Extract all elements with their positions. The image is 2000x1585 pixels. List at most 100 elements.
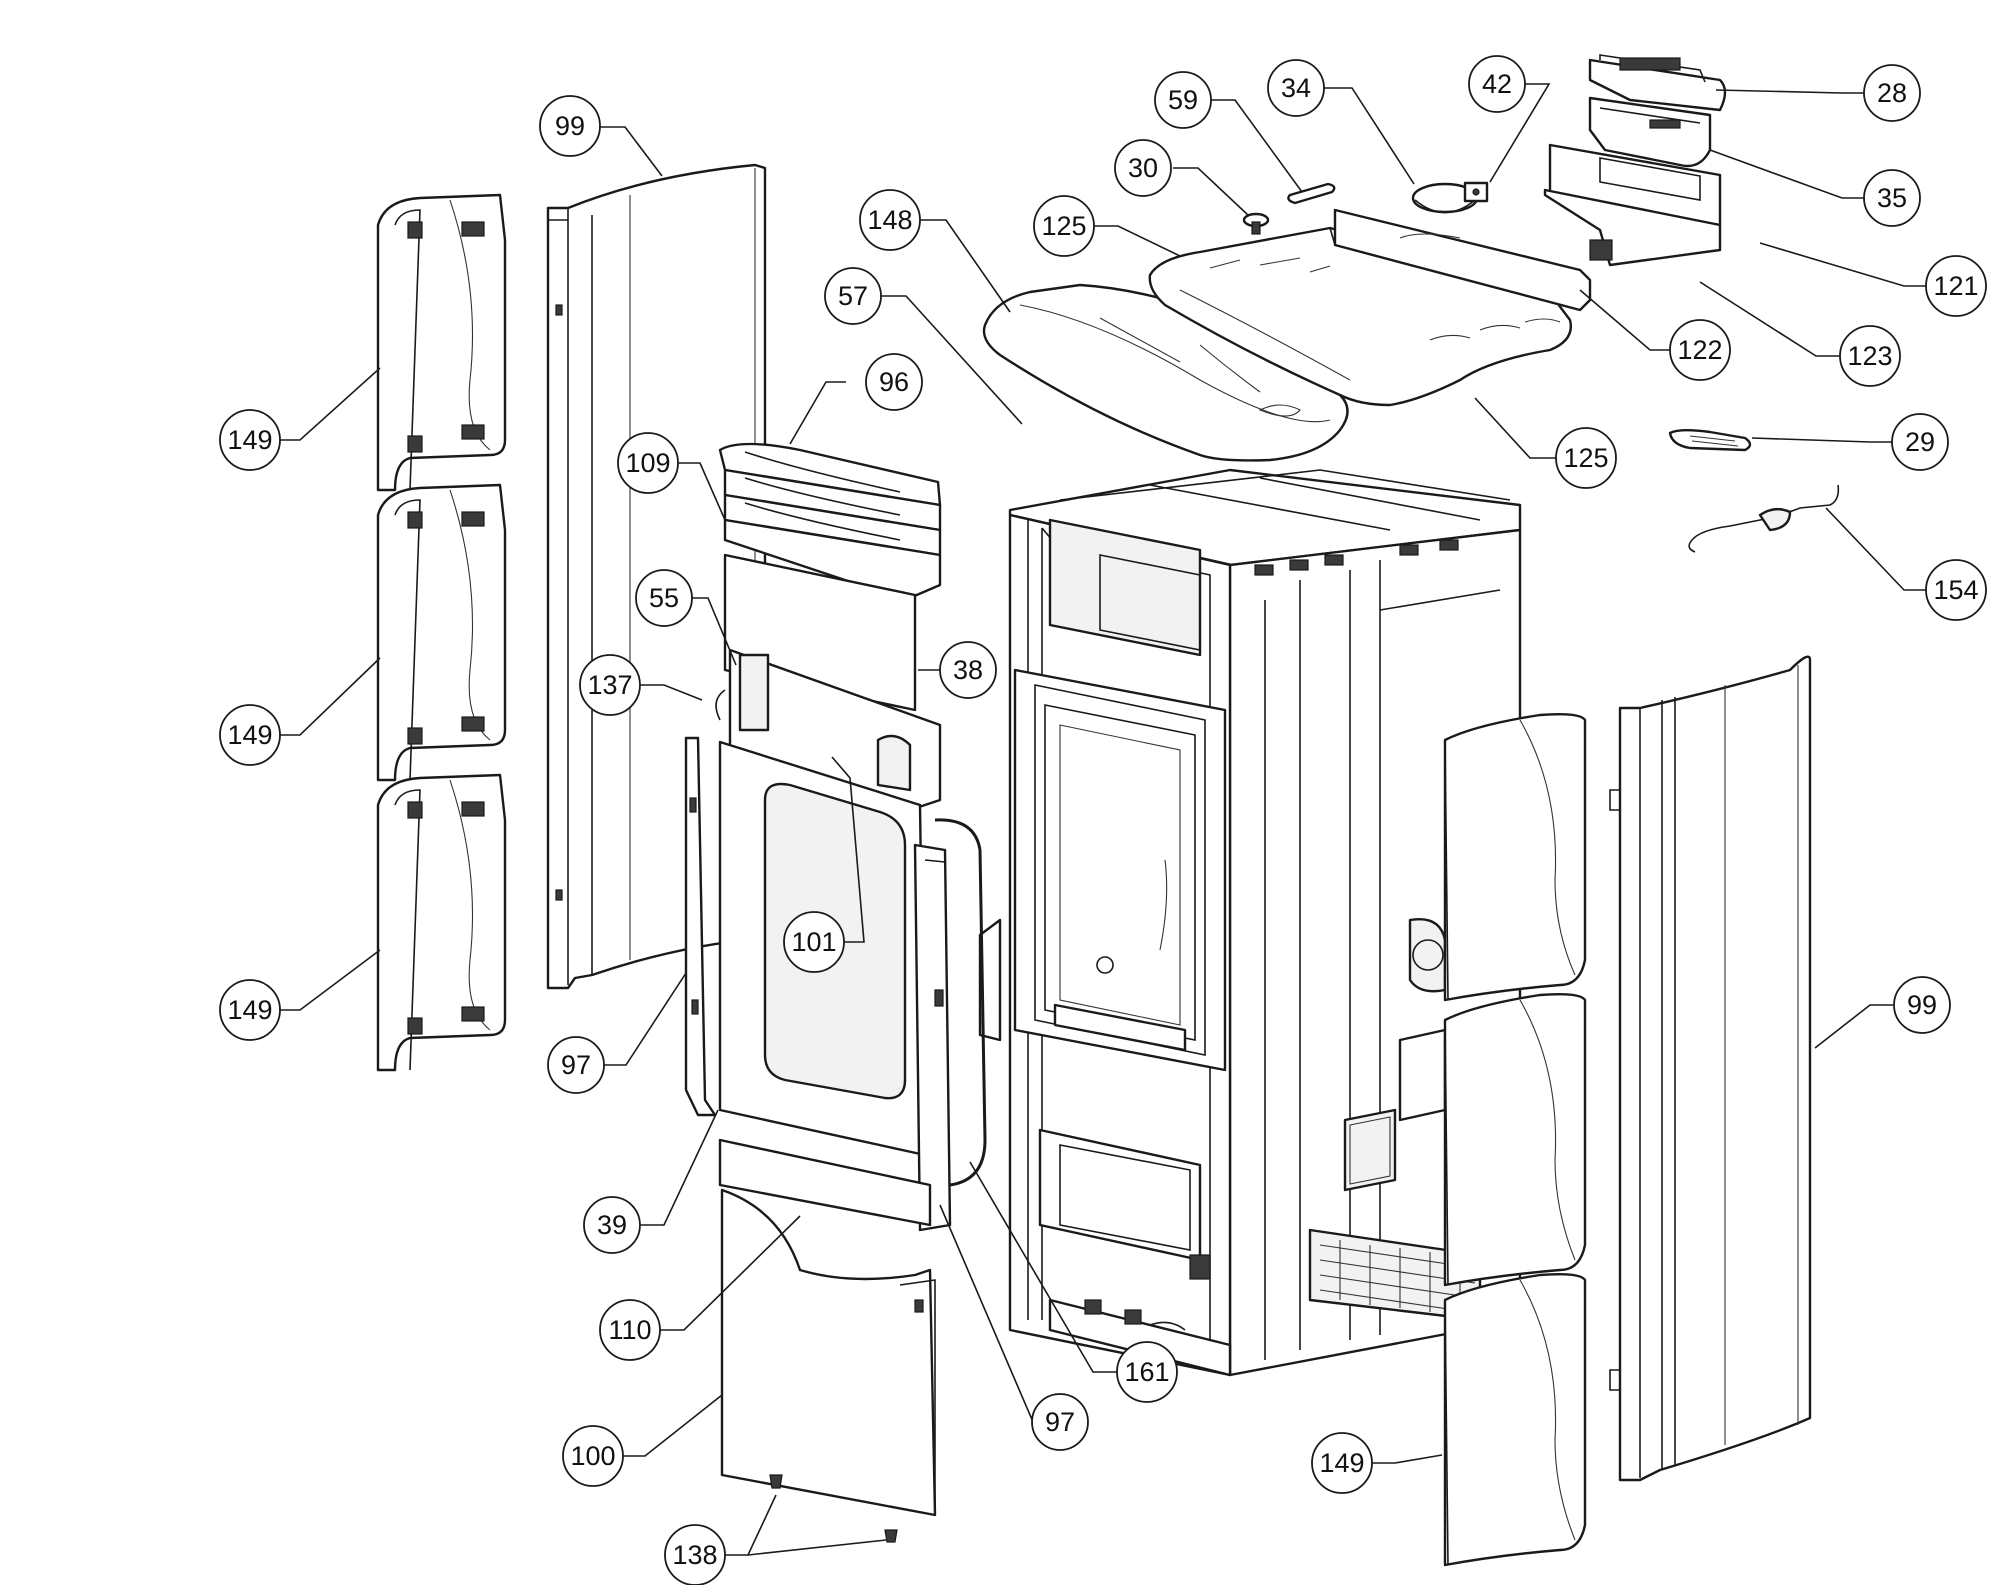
callout-30: 30	[1114, 139, 1172, 197]
svg-text:28: 28	[1877, 78, 1907, 108]
callout-39: 39	[583, 1196, 641, 1254]
callout-28: 28	[1863, 64, 1921, 122]
callout-149-b: 149	[219, 704, 281, 766]
part-42	[1463, 181, 1489, 203]
leader-100	[623, 1394, 723, 1457]
callout-35: 35	[1863, 169, 1921, 227]
callout-29: 29	[1891, 413, 1949, 471]
callout-148: 148	[859, 189, 921, 251]
leader-154	[1825, 507, 1926, 591]
svg-text:123: 123	[1847, 341, 1892, 371]
svg-text:99: 99	[1907, 990, 1937, 1020]
svg-text:42: 42	[1482, 69, 1512, 99]
leader-29	[1751, 437, 1892, 443]
leader-30	[1173, 167, 1250, 217]
callout-123: 123	[1839, 325, 1901, 387]
svg-text:137: 137	[587, 670, 632, 700]
stove-body-frame	[978, 468, 1522, 1377]
screws-138	[769, 1474, 898, 1543]
leader-109	[678, 462, 726, 521]
svg-text:96: 96	[879, 367, 909, 397]
leader-97-left	[604, 972, 687, 1066]
leader-110	[660, 1215, 801, 1331]
callout-110: 110	[599, 1299, 661, 1361]
callout-109: 109	[617, 432, 679, 494]
leader-161	[969, 1161, 1117, 1373]
leader-137	[640, 684, 703, 701]
leader-138-a	[725, 1494, 777, 1556]
callout-99-right: 99	[1893, 976, 1951, 1034]
remote-control-29	[1668, 429, 1752, 452]
leader-39	[640, 1109, 719, 1226]
leader-125-top	[1094, 225, 1181, 257]
leader-122	[1579, 289, 1670, 351]
svg-text:110: 110	[608, 1315, 651, 1345]
leader-55	[692, 597, 737, 666]
part-30	[1242, 212, 1270, 235]
svg-text:100: 100	[570, 1441, 615, 1471]
svg-text:148: 148	[867, 205, 912, 235]
leader-99-top	[600, 126, 663, 177]
part-34	[1411, 182, 1479, 214]
leader-35	[1709, 149, 1864, 199]
svg-text:109: 109	[625, 448, 670, 478]
hinge-bracket-55	[715, 648, 942, 812]
side-tile-149-top	[376, 193, 507, 492]
svg-text:35: 35	[1877, 183, 1907, 213]
svg-text:138: 138	[672, 1540, 717, 1570]
leader-138-b	[747, 1539, 887, 1556]
callouts: 99 59 34 42 28 30 35 148 125 121 57 96 1…	[219, 55, 1987, 1585]
part-35	[1588, 96, 1712, 168]
top-cover-148	[982, 283, 1349, 462]
trim-panel-110	[718, 1138, 932, 1227]
leader-99-right	[1814, 1004, 1893, 1049]
svg-text:30: 30	[1128, 153, 1158, 183]
svg-text:29: 29	[1905, 427, 1935, 457]
leader-121	[1759, 242, 1926, 287]
callout-57: 57	[824, 267, 882, 325]
callout-149-a: 149	[219, 409, 281, 471]
callout-137: 137	[579, 654, 641, 716]
leader-34	[1324, 87, 1415, 185]
callout-125-top: 125	[1033, 195, 1095, 257]
side-tile-149-right-top	[1443, 712, 1587, 1002]
leader-42	[1489, 83, 1551, 183]
leader-149-c	[280, 949, 381, 1011]
svg-text:97: 97	[1045, 1407, 1075, 1437]
leader-59	[1210, 99, 1303, 193]
side-tile-149-bottom	[376, 773, 507, 1072]
lower-front-panel-100	[720, 1188, 937, 1517]
front-grille-96	[718, 442, 942, 602]
power-cable-154	[1688, 484, 1840, 553]
callout-42: 42	[1468, 55, 1526, 113]
svg-text:38: 38	[953, 655, 983, 685]
leader-149-a	[280, 367, 381, 441]
svg-text:99: 99	[555, 111, 585, 141]
leader-96	[789, 381, 846, 445]
callout-99-top: 99	[539, 95, 601, 157]
svg-text:39: 39	[597, 1210, 627, 1240]
callout-161: 161	[1116, 1341, 1178, 1403]
top-cover-125	[1148, 208, 1592, 407]
door-frame-strip-97-right	[913, 843, 952, 1232]
leader-149-d	[1372, 1454, 1443, 1464]
callout-34: 34	[1267, 59, 1325, 117]
callout-59: 59	[1154, 71, 1212, 129]
side-panel-99-right	[1609, 655, 1812, 1482]
svg-text:34: 34	[1281, 73, 1311, 103]
leader-101	[831, 756, 865, 943]
svg-text:154: 154	[1933, 575, 1978, 605]
leader-lines	[280, 83, 1926, 1556]
callout-100: 100	[562, 1425, 624, 1487]
svg-text:121: 121	[1933, 271, 1978, 301]
callout-122: 122	[1669, 319, 1731, 381]
svg-text:97: 97	[561, 1050, 591, 1080]
svg-text:149: 149	[227, 720, 272, 750]
leader-149-b	[280, 657, 381, 736]
svg-text:59: 59	[1168, 85, 1198, 115]
leader-123	[1699, 281, 1840, 357]
svg-text:149: 149	[227, 425, 272, 455]
callout-97-left: 97	[547, 1036, 605, 1094]
callout-149-d: 149	[1311, 1432, 1373, 1494]
part-123	[1543, 188, 1722, 267]
